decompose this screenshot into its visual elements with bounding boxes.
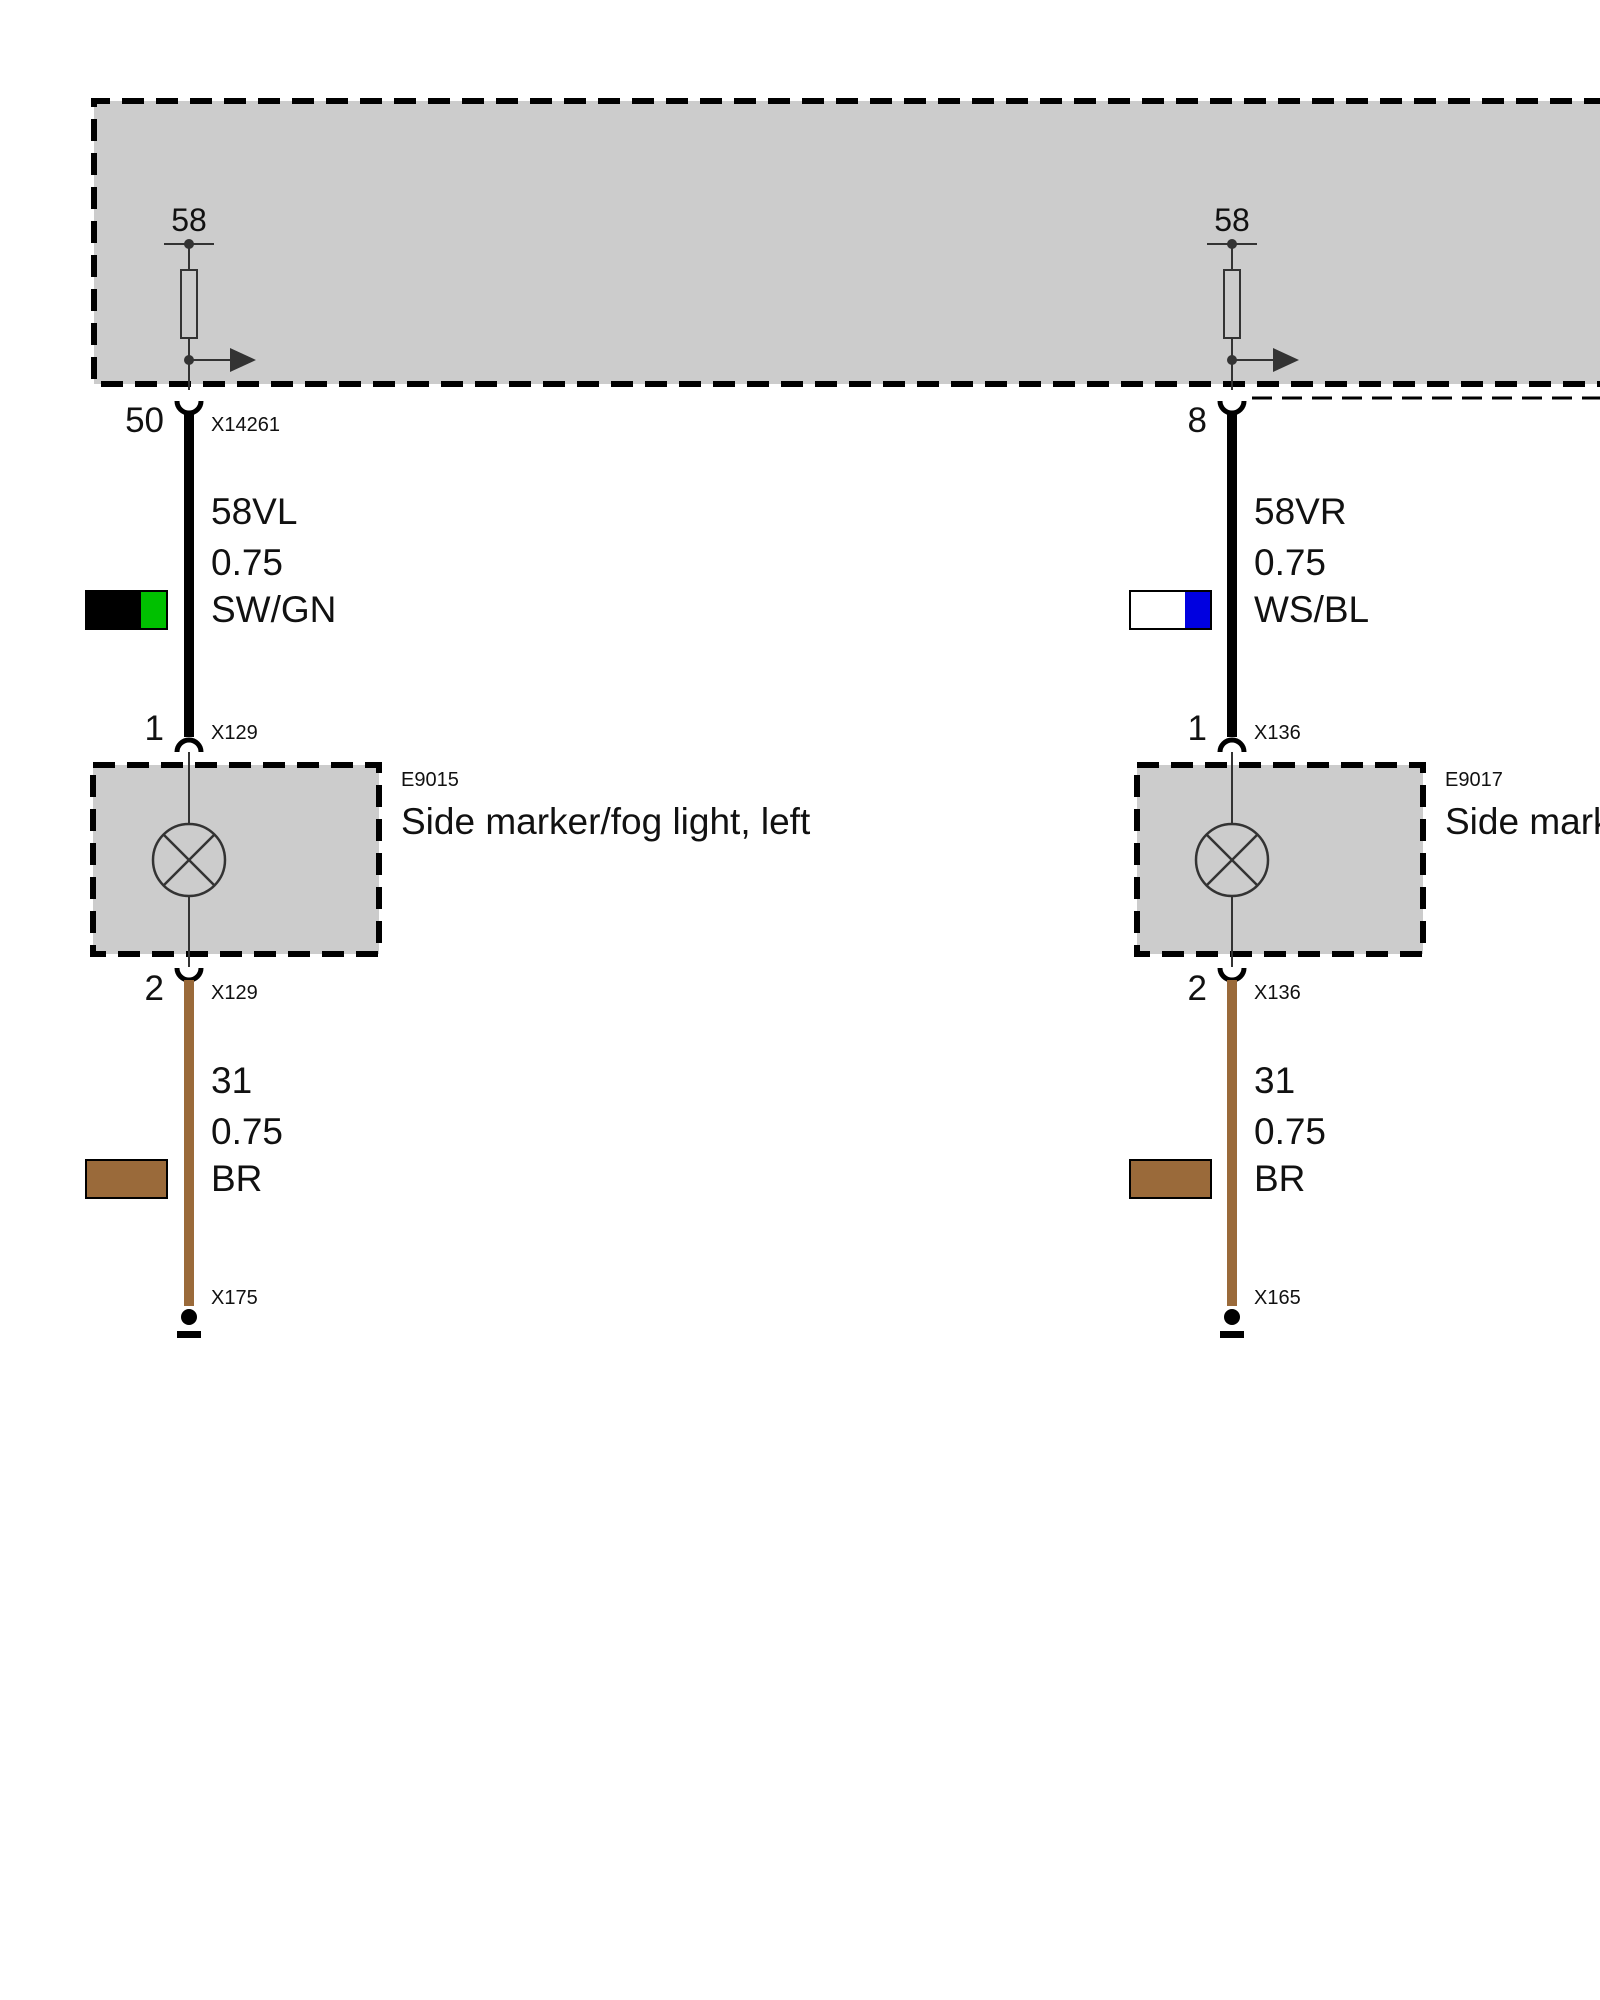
wire-size: 0.75 bbox=[211, 1111, 283, 1152]
wire-signal: 58VR bbox=[1254, 491, 1347, 532]
connector-label: X136 bbox=[1254, 722, 1301, 744]
connector-label: X175 bbox=[211, 1287, 258, 1309]
wire-color-code: BR bbox=[1254, 1158, 1305, 1199]
wire-color-code: BR bbox=[211, 1158, 262, 1199]
pin-number: 1 bbox=[145, 709, 164, 748]
ground-icon bbox=[177, 1309, 201, 1338]
connector-label: X136 bbox=[1254, 982, 1301, 1004]
wire-color-swatch bbox=[1129, 590, 1212, 630]
pin-number: 2 bbox=[145, 969, 164, 1008]
connector-icon bbox=[1217, 737, 1247, 753]
connector-icon bbox=[174, 400, 204, 416]
wire-size: 0.75 bbox=[1254, 542, 1326, 583]
connector-label: X129 bbox=[211, 722, 258, 744]
connector-icon bbox=[1217, 400, 1247, 416]
connector-label: X165 bbox=[1254, 1287, 1301, 1309]
wire-color-swatch bbox=[85, 1159, 168, 1199]
circuit-left: 58 50 X14261 58VL 0.75 SW/GN 1 X129 bbox=[85, 202, 811, 1338]
connector-label: X14261 bbox=[211, 414, 280, 436]
connector-icon bbox=[174, 737, 204, 753]
pin-number: 2 bbox=[1188, 969, 1207, 1008]
wire-signal: 31 bbox=[1254, 1060, 1295, 1101]
connector-icon bbox=[1217, 967, 1247, 983]
wire-size: 0.75 bbox=[1254, 1111, 1326, 1152]
fuse-symbol: 58 bbox=[164, 202, 214, 360]
control-module-border bbox=[91, 98, 1600, 387]
wire-color-code: SW/GN bbox=[211, 589, 336, 630]
wire-signal: 58VL bbox=[211, 491, 297, 532]
wire-color-swatch bbox=[1129, 1159, 1212, 1199]
fuse-label: 58 bbox=[1214, 202, 1250, 238]
pin-number: 1 bbox=[1188, 709, 1207, 748]
output-arrow-icon bbox=[184, 348, 256, 390]
component-name: Side marker/fog light, left bbox=[401, 801, 811, 842]
ground-icon bbox=[1220, 1309, 1244, 1338]
component-name: Side mark bbox=[1445, 801, 1600, 842]
connector-label: X129 bbox=[211, 982, 258, 1004]
circuit-right: 58 8 58VR 0.75 WS/BL 1 X136 bbox=[1129, 202, 1600, 1338]
wire-color-code: WS/BL bbox=[1254, 589, 1369, 630]
control-module bbox=[91, 98, 1600, 400]
lamp-component bbox=[90, 752, 382, 967]
component-id: E9015 bbox=[401, 769, 459, 791]
wire-color-swatch bbox=[85, 590, 168, 630]
control-module-fill bbox=[94, 101, 1600, 384]
pin-number: 50 bbox=[125, 401, 164, 440]
connector-icon bbox=[174, 967, 204, 983]
wire-signal: 31 bbox=[211, 1060, 252, 1101]
fuse-label: 58 bbox=[171, 202, 207, 238]
wire-size: 0.75 bbox=[211, 542, 283, 583]
pin-number: 8 bbox=[1188, 401, 1207, 440]
component-id: E9017 bbox=[1445, 769, 1503, 791]
lamp-component bbox=[1134, 752, 1426, 967]
output-arrow-icon bbox=[1227, 348, 1299, 390]
